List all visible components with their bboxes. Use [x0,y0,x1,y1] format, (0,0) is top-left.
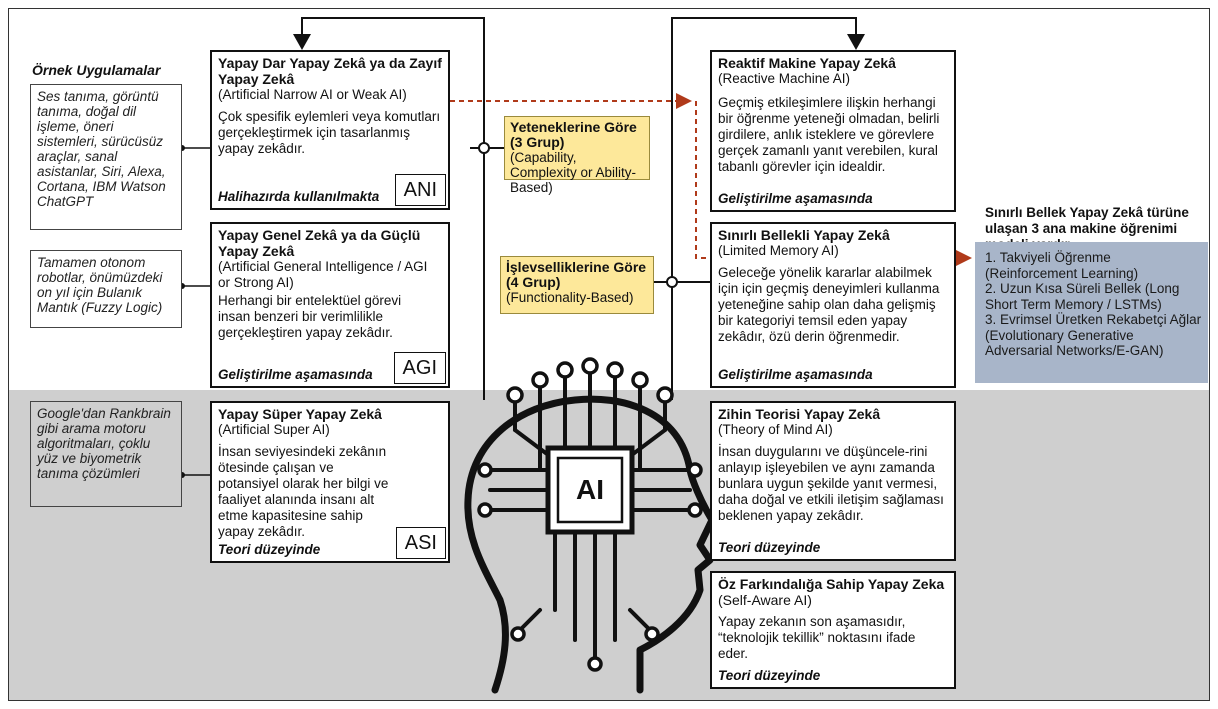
agi-abbr: AGI [393,352,446,384]
reactive-subtitle: (Reactive Machine AI) [718,71,851,86]
diagram-frame [8,8,1210,701]
functionality-group-title: İşlevselliklerine Göre (4 Grup) [506,259,647,290]
theory-description: İnsan duygularını ve düşüncele-rini anla… [718,444,944,523]
functionality-group-box: İşlevselliklerine Göre (4 Grup) (Functio… [500,256,654,314]
selfaware-title-text: Öz Farkındalığa Sahip Yapay Zeka [718,576,945,592]
ani-abbr: ANI [394,174,446,206]
limited-title: Sınırlı Bellekli Yapay Zekâ [718,227,890,243]
ml-model-item: 2. Uzun Kısa Süreli Bellek (Long Short T… [985,281,1180,312]
ani-subtitle: (Artificial Narrow AI or Weak AI) [218,87,407,102]
agi-box: Yapay Genel Zekâ ya da Güçlü Yapay Zekâ … [210,222,450,388]
asi-subtitle: (Artificial Super AI) [218,422,330,437]
reactive-status: Geliştirilme aşamasında [718,191,873,206]
limited-box: Sınırlı Bellekli Yapay Zekâ (Limited Mem… [710,222,956,388]
agi-description: Herhangi bir entelektüel görevi insan be… [218,293,402,340]
example-ani: Ses tanıma, görüntü tanıma, doğal dil iş… [30,84,182,230]
agi-status: Geliştirilme aşamasında [218,367,373,382]
left-down-arrow [293,34,311,50]
ani-title: Yapay Dar Yapay Zekâ ya da Zayıf Yapay Z… [218,55,442,87]
selfaware-box: Öz Farkındalığa Sahip Yapay Zeka (Self-A… [710,571,956,689]
theory-title: Zihin Teorisi Yapay Zekâ [718,406,881,422]
lower-band [9,390,1209,700]
asi-box: Yapay Süper Yapay Zekâ (Artificial Super… [210,401,450,563]
left-junction [478,142,490,154]
reactive-description: Geçmiş etkileşimlere ilişkin herhangi bi… [718,95,940,174]
right-tree-line [671,17,857,400]
right-down-arrow [847,34,865,50]
capability-group-box: Yeteneklerine Göre (3 Grup) (Capability,… [504,116,650,195]
chip-label: AI [576,474,604,505]
examples-heading: Örnek Uygulamalar [32,62,161,78]
ml-model-item: 1. Takviyeli Öğrenme (Reinforcement Lear… [985,250,1139,281]
theory-box: Zihin Teorisi Yapay Zekâ (Theory of Mind… [710,401,956,561]
asi-title: Yapay Süper Yapay Zekâ [218,406,382,422]
asi-status: Teori düzeyinde [218,542,321,557]
example-agi: Tamamen otonom robotlar, önümüzdeki on y… [30,250,182,328]
capability-group-title: Yeteneklerine Göre (3 Grup) [510,119,637,150]
limited-status: Geliştirilme aşamasında [718,367,873,382]
reactive-title: Reaktif Makine Yapay Zekâ [718,55,896,71]
functionality-group-subtitle: (Functionality-Based) [506,290,634,305]
capability-group-subtitle: (Capability, Complexity or Ability-Based… [510,150,637,195]
theory-status: Teori düzeyinde [718,540,821,555]
example-asi: Google'dan Rankbrain gibi arama motoru a… [30,401,182,507]
ani-description: Çok spesifik eylemleri veya komutları ge… [218,109,441,156]
reactive-box: Reaktif Makine Yapay Zekâ (Reactive Mach… [710,50,956,212]
selfaware-subtitle: (Self-Aware AI) [718,592,812,608]
ani-status: Halihazırda kullanılmakta [218,189,380,204]
agi-subtitle: (Artificial General Intelligence / AGI o… [218,259,428,290]
selfaware-title: Öz Farkındalığa Sahip Yapay Zeka (Self-A… [718,576,948,608]
right-junction [666,276,678,288]
asi-description: İnsan seviyesindeki zekânın ötesinde çal… [218,444,389,539]
agi-title: Yapay Genel Zekâ ya da Güçlü Yapay Zekâ [218,227,421,259]
ai-head-illustration [464,395,716,694]
chip-core [556,456,624,524]
left-tree-line [301,17,485,400]
reactive-to-limited-line [695,101,708,259]
limited-description: Geleceğe yönelik kararlar alabilmek için… [718,265,940,344]
chip-traces [488,370,692,662]
asi-abbr: ASI [395,527,446,559]
selfaware-status: Teori düzeyinde [718,668,821,683]
ani-box: Yapay Dar Yapay Zekâ ya da Zayıf Yapay Z… [210,50,450,210]
chip-nodes [477,357,703,672]
limited-subtitle: (Limited Memory AI) [718,243,839,258]
ml-models-box: 1. Takviyeli Öğrenme (Reinforcement Lear… [975,242,1208,383]
selfaware-description: Yapay zekanın son aşamasıdır, “teknoloji… [718,614,916,661]
theory-subtitle: (Theory of Mind AI) [718,422,833,437]
ml-model-item: 3. Evrimsel Üretken Rekabetçi Ağlar (Evo… [985,312,1202,358]
